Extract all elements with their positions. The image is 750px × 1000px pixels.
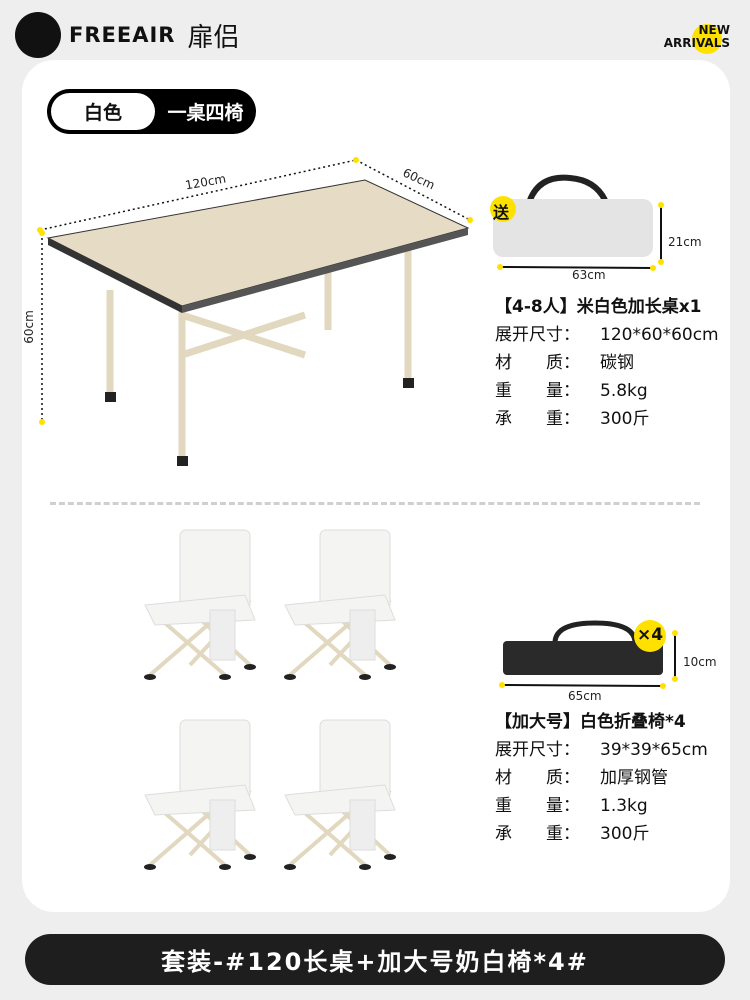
brand-logo: FREEAIR 扉侣: [15, 12, 239, 58]
spec-value: 300斤: [600, 824, 650, 844]
gift-tag: 送: [493, 203, 510, 222]
spec-row: 材 质： 碳钢: [495, 349, 719, 377]
spec-value: 120*60*60cm: [600, 325, 719, 345]
chair: [142, 718, 258, 872]
spec-label: 重 量：: [495, 796, 580, 816]
color-option[interactable]: 白色: [51, 93, 155, 130]
table-height-label: 60cm: [21, 310, 36, 344]
spec-row: 材 质： 加厚钢管: [495, 764, 708, 792]
spec-label: 承 重：: [495, 824, 580, 844]
badge-line2: ARRIVALS: [663, 36, 730, 50]
spec-label: 展开尺寸：: [495, 325, 580, 345]
badge-line1: NEW: [698, 23, 730, 37]
chair-bag-length: 65cm: [568, 689, 602, 703]
chair-bag-illustration: [499, 620, 678, 689]
table-bag-illustration: [490, 174, 664, 271]
section-divider: [50, 502, 700, 505]
chair-spec-title: 【加大号】白色折叠椅*4: [495, 712, 686, 732]
quantity-tag: ×4: [637, 625, 664, 645]
spec-value: 1.3kg: [600, 796, 648, 816]
table-illustration: [37, 157, 473, 466]
chair-bag-height: 10cm: [683, 655, 717, 669]
spec-row: 重 量： 1.3kg: [495, 792, 708, 820]
table-spec-title: 【4-8人】米白色加长桌x1: [495, 297, 702, 317]
spec-value: 加厚钢管: [600, 768, 668, 788]
chair: [282, 528, 398, 682]
brand-name-cn: 扉侣: [187, 22, 240, 53]
chairs-illustration: [142, 528, 398, 872]
spec-row: 展开尺寸： 120*60*60cm: [495, 321, 719, 349]
spec-label: 材 质：: [495, 353, 580, 373]
spec-value: 39*39*65cm: [600, 740, 708, 760]
spec-row: 承 重： 300斤: [495, 820, 708, 848]
spec-row: 承 重： 300斤: [495, 405, 719, 433]
spec-row: 重 量： 5.8kg: [495, 377, 719, 405]
spec-label: 重 量：: [495, 381, 580, 401]
table-specs: 【4-8人】米白色加长桌x1 展开尺寸： 120*60*60cm 材 质： 碳钢 重…: [495, 293, 719, 433]
spec-value: 5.8kg: [600, 381, 648, 401]
chair: [142, 528, 258, 682]
spec-value: 碳钢: [600, 353, 634, 373]
chair-specs: 【加大号】白色折叠椅*4 展开尺寸： 39*39*65cm 材 质： 加厚钢管 重 …: [495, 708, 708, 848]
table-bag-height: 21cm: [668, 235, 702, 249]
spec-label: 承 重：: [495, 409, 580, 429]
logo-icon: [15, 12, 61, 58]
table-bag-length: 63cm: [572, 268, 606, 282]
spec-label: 展开尺寸：: [495, 740, 580, 760]
bundle-label-bar: 套装-#120长桌+加大号奶白椅*4#: [25, 934, 725, 985]
new-arrivals-badge: NEW ARRIVALS: [663, 23, 730, 54]
brand-name: FREEAIR: [69, 23, 176, 47]
set-option[interactable]: 一桌四椅: [167, 102, 244, 124]
spec-value: 300斤: [600, 409, 650, 429]
variant-selector[interactable]: 白色 一桌四椅: [47, 89, 256, 134]
spec-label: 材 质：: [495, 768, 580, 788]
chair: [282, 718, 398, 872]
spec-row: 展开尺寸： 39*39*65cm: [495, 736, 708, 764]
